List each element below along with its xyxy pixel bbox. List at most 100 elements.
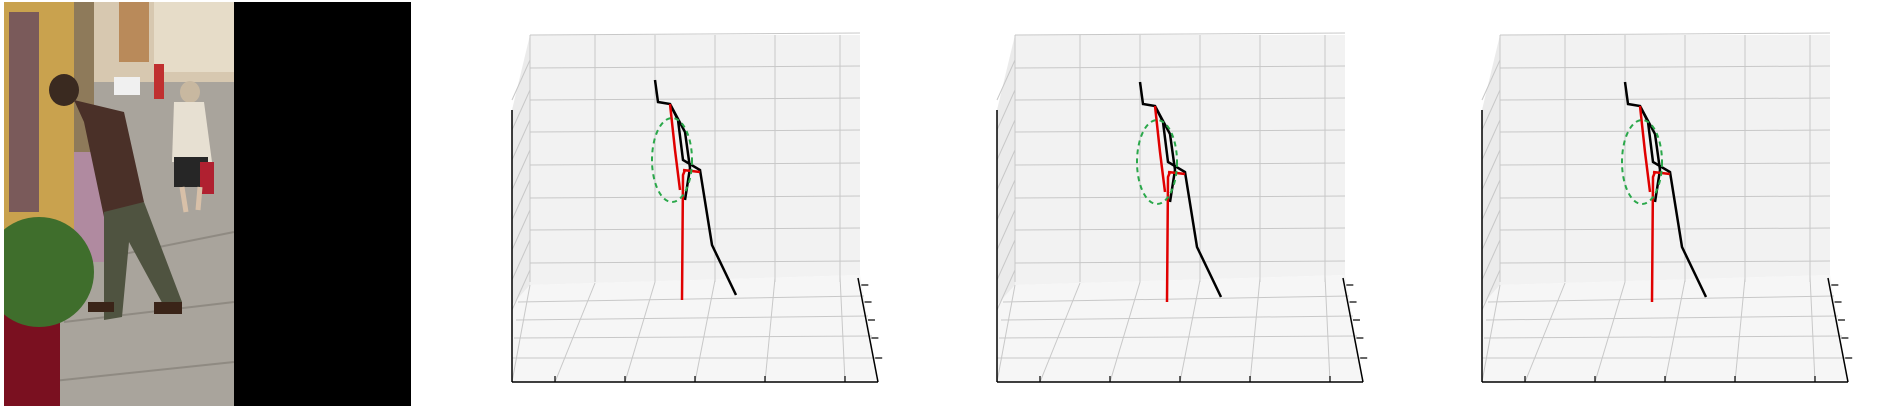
woman-bag (200, 162, 214, 194)
grid-line (1483, 335, 1843, 339)
grid-line (1481, 239, 1501, 281)
grid-line (1499, 65, 1831, 69)
grid-line (1481, 149, 1501, 191)
grid-line (1481, 89, 1501, 131)
pose-3d-axes (996, 32, 1368, 383)
grid-line (517, 295, 865, 303)
floor-pane (997, 275, 1363, 382)
grid-line (511, 119, 531, 161)
grid-line (996, 284, 1016, 383)
y-axis (1342, 277, 1364, 383)
grid-line (529, 195, 861, 199)
grid-line (1485, 315, 1839, 321)
skeleton-leg-left (680, 169, 687, 301)
grid-line (1499, 97, 1831, 101)
grid-line (996, 89, 1016, 131)
grid-line (1179, 279, 1201, 383)
grid-line (529, 260, 861, 264)
grid-line (1002, 295, 1350, 303)
man-trousers (104, 202, 182, 320)
background-building-mid (119, 2, 149, 62)
grid-line (1809, 275, 1816, 383)
grid-line (1481, 119, 1501, 161)
back-pane (1500, 35, 1830, 285)
grid-line (1014, 129, 1346, 133)
y-axis (1827, 277, 1849, 383)
input-photo-panel (4, 2, 411, 406)
back-pane (1015, 35, 1345, 285)
grid-line (529, 162, 861, 166)
highlight-ellipse (1621, 119, 1663, 205)
distant-sign (114, 77, 140, 95)
grid-line (511, 269, 531, 311)
grid-line (1014, 227, 1346, 231)
grid-line (1499, 162, 1831, 166)
street-photo-icon (4, 2, 411, 406)
grid-line (1481, 59, 1501, 101)
grid-line (996, 239, 1016, 281)
pose-plot-1 (500, 20, 920, 390)
grid-line (1499, 227, 1831, 231)
grid-line (996, 179, 1016, 221)
grid-line (511, 209, 531, 251)
grid-line (1014, 260, 1346, 264)
grid-line (511, 149, 531, 191)
grid-line (1499, 129, 1831, 133)
grid-line (1594, 281, 1626, 383)
grid-line (1014, 97, 1346, 101)
shop-window (9, 12, 39, 212)
grid-line (554, 282, 596, 383)
grid-line (1664, 279, 1686, 383)
man-head (49, 74, 79, 106)
grid-line (515, 315, 869, 321)
woman-head (180, 81, 200, 103)
pose-3d-axes (511, 32, 883, 383)
grid-line (996, 269, 1016, 311)
highlight-ellipse (1136, 119, 1178, 205)
highlight-ellipse (651, 117, 693, 203)
grid-line (839, 275, 846, 383)
grid-line (1039, 282, 1081, 383)
skeleton-arm-left (1153, 105, 1167, 193)
skeleton-leg-right (668, 103, 738, 296)
back-pane (530, 35, 860, 285)
grid-line (1524, 282, 1566, 383)
grid-line (1481, 269, 1501, 311)
man-left-shoe (88, 302, 114, 312)
grid-line (1481, 209, 1501, 251)
plant-foliage (4, 217, 94, 327)
background-building-right (154, 2, 234, 72)
grid-line (996, 119, 1016, 161)
pose-plot-3 (1470, 20, 1890, 390)
skeleton-leg-left (1650, 171, 1657, 303)
grid-line (1109, 281, 1141, 383)
grid-line (511, 59, 531, 101)
grid-line (529, 65, 861, 69)
man-right-shoe (154, 302, 182, 314)
grid-line (1499, 32, 1831, 36)
grid-line (694, 279, 716, 383)
grid-line (529, 129, 861, 133)
grid-line (1249, 277, 1261, 383)
grid-line (1014, 32, 1346, 36)
grid-line (529, 227, 861, 231)
floor-pane (512, 275, 878, 382)
grid-line (1324, 275, 1331, 383)
grid-line (511, 239, 531, 281)
grid-line (511, 89, 531, 131)
grid-line (529, 32, 861, 36)
y-axis (857, 277, 879, 383)
skeleton-arm-left (1638, 105, 1652, 193)
grid-line (1014, 195, 1346, 199)
grid-line (1000, 315, 1354, 321)
woman-legs (179, 186, 203, 213)
man-shirt (74, 100, 144, 217)
skeleton-leg-right (1153, 105, 1223, 298)
grid-line (511, 179, 531, 221)
distant-person (154, 64, 164, 99)
grid-line (1481, 284, 1501, 383)
skeleton-leg-left (1165, 171, 1172, 303)
grid-line (624, 281, 656, 383)
grid-line (764, 277, 776, 383)
